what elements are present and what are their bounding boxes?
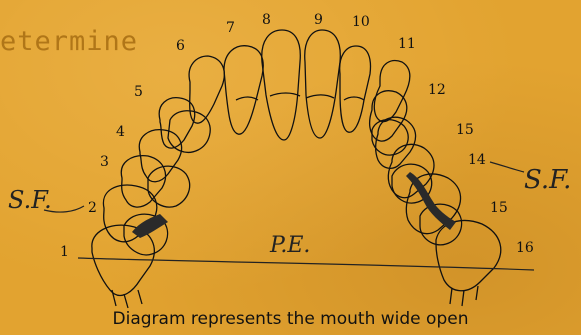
tooth-number-4: 4 [116,124,125,140]
tooth-13 [376,117,416,168]
tooth-number-15: 15 [456,122,474,138]
root-left-1 [112,290,142,308]
tooth-number-3: 3 [100,154,109,170]
annotation-pe: P.E. [269,233,310,258]
tooth-8 [262,30,301,140]
tooth-number-14: 14 [468,152,486,168]
tooth-16 [436,221,501,291]
teeth-outlines [92,30,501,308]
tooth-number-labels: 1 2 3 4 5 6 7 8 9 10 11 12 15 14 15 16 [60,12,534,260]
annotation-sf-right: S.F. [524,165,571,195]
annotation-sf-left: S.F. [8,186,52,214]
tooth-number-15-lower: 15 [490,200,508,216]
tooth-number-8: 8 [262,12,271,28]
tooth-overlap-right-3 [420,204,462,245]
tooth-10 [340,46,371,132]
tooth-9 [305,30,341,138]
tooth-number-2: 2 [88,200,97,216]
shadow-mark-left [132,214,168,238]
tooth-number-11: 11 [398,36,416,52]
tooth-number-16: 16 [516,240,534,256]
tooth-number-10: 10 [352,14,370,30]
tooth-number-5: 5 [134,84,143,100]
diagram-caption: Diagram represents the mouth wide open [0,309,581,329]
tooth-7 [224,46,263,135]
tooth-number-12: 12 [428,82,446,98]
tooth-number-9: 9 [314,12,323,28]
tooth-number-1: 1 [60,244,69,260]
sf-right-pointer [490,162,524,172]
incisor-edges [236,93,364,100]
tooth-number-6: 6 [176,38,185,54]
pe-line [78,258,534,270]
tooth-number-7: 7 [226,20,235,36]
